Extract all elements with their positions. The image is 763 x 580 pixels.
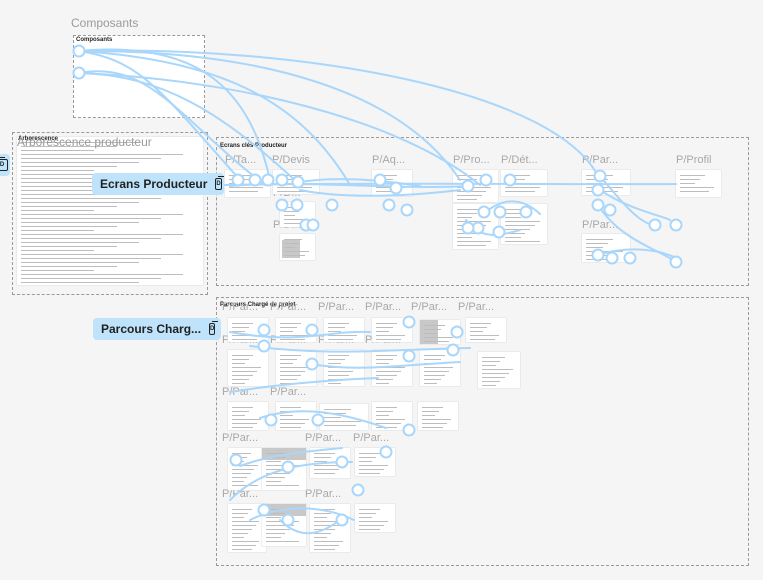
arborescence-thumbnail[interactable] (17, 137, 203, 285)
screen-thumbnail[interactable] (676, 170, 721, 197)
frame-label[interactable]: P/Par... (582, 154, 619, 166)
screen-thumbnail[interactable] (453, 170, 498, 202)
composants-section-label[interactable]: Composants (71, 16, 139, 30)
parcours-inner-title: Parcours Chargé de projet (220, 302, 296, 308)
frame-label[interactable]: P/Dét... (501, 154, 538, 166)
screen-thumbnail[interactable] (418, 402, 458, 430)
screen-thumbnail[interactable] (310, 448, 350, 478)
frame-label[interactable]: P/Par... (411, 301, 448, 313)
frame-label[interactable]: P/Par... (305, 488, 342, 500)
frame-label[interactable]: P/Par... (305, 432, 342, 444)
composants-inner-title: Composants (76, 37, 113, 43)
screen-thumbnail[interactable] (228, 448, 264, 490)
frame-label[interactable]: P/Devis (272, 154, 310, 166)
flow-start-icon: D (0, 157, 8, 171)
screen-thumbnail[interactable] (324, 318, 364, 342)
flow-start-icon: D (215, 176, 225, 190)
screen-thumbnail[interactable] (372, 170, 412, 196)
screen-thumbnail[interactable] (355, 504, 395, 532)
flow-start-edge[interactable]: D (0, 154, 10, 176)
frame-label[interactable]: P/Par... (222, 301, 259, 313)
arborescence-section[interactable]: Arborescence (12, 132, 208, 295)
screen-thumbnail[interactable] (276, 350, 316, 386)
screen-thumbnail[interactable] (582, 170, 630, 195)
screen-thumbnail[interactable] (453, 204, 498, 249)
screen-thumbnail[interactable] (355, 448, 395, 476)
screen-thumbnail[interactable] (273, 170, 319, 194)
frame-label[interactable]: P/Pro... (453, 154, 490, 166)
frame-label[interactable]: P/Aq... (372, 154, 406, 166)
frame-label[interactable]: P/Par... (222, 386, 259, 398)
screen-thumbnail[interactable] (582, 234, 630, 262)
frame-label[interactable]: P/Par... (318, 301, 355, 313)
screen-thumbnail[interactable] (478, 352, 520, 388)
screen-thumbnail[interactable] (466, 318, 506, 342)
frame-label[interactable]: P/Par... (582, 219, 619, 231)
flow-start-ecrans-producteur[interactable]: Ecrans Producteur D (92, 173, 225, 195)
flow-start-parcours-charge[interactable]: Parcours Charg... D (93, 318, 221, 340)
screen-thumbnail[interactable] (280, 202, 315, 227)
flow-start-icon: D (209, 321, 219, 335)
screen-thumbnail[interactable] (276, 318, 316, 342)
screen-thumbnail[interactable] (501, 204, 547, 244)
screen-thumbnail[interactable] (320, 404, 368, 430)
screen-thumbnail[interactable] (228, 318, 268, 342)
ecrans-inner-title: Ecrans clés Producteur (220, 143, 288, 149)
screen-thumbnail[interactable] (420, 350, 460, 386)
screen-thumbnail[interactable] (228, 402, 268, 430)
frame-label[interactable]: P/Par... (458, 301, 495, 313)
flow-start-label: Parcours Charg... (101, 322, 202, 336)
frame-label[interactable]: P/Par... (222, 432, 259, 444)
frame-label[interactable]: P/Profil (676, 154, 712, 166)
screen-thumbnail[interactable] (228, 504, 266, 552)
screen-thumbnail[interactable] (262, 504, 306, 546)
screen-thumbnail[interactable] (372, 402, 412, 430)
composants-section[interactable]: Composants (73, 35, 205, 118)
frame-label[interactable]: P/Par... (270, 386, 307, 398)
arborescence-section-label[interactable]: Arborescence producteur (17, 135, 152, 149)
screen-thumbnail[interactable] (310, 504, 350, 552)
screen-thumbnail[interactable] (501, 170, 547, 196)
flow-start-label: Ecrans Producteur (100, 177, 208, 191)
screen-thumbnail[interactable] (324, 350, 364, 386)
screen-thumbnail[interactable] (228, 350, 268, 386)
frame-label[interactable]: P/Ta... (225, 154, 257, 166)
screen-thumbnail[interactable] (262, 448, 306, 490)
frame-label[interactable]: P/Par... (353, 432, 390, 444)
screen-thumbnail[interactable] (372, 318, 412, 342)
frame-label[interactable]: P/Par... (270, 301, 307, 313)
arborescence-inner-title: Arborescence (18, 136, 59, 142)
screen-thumbnail[interactable] (420, 320, 460, 344)
screen-thumbnail[interactable] (276, 402, 316, 430)
screen-thumbnail[interactable] (280, 234, 315, 260)
frame-label[interactable]: P/Par... (365, 301, 402, 313)
screen-thumbnail[interactable] (372, 350, 412, 386)
screen-thumbnail[interactable] (225, 170, 270, 197)
